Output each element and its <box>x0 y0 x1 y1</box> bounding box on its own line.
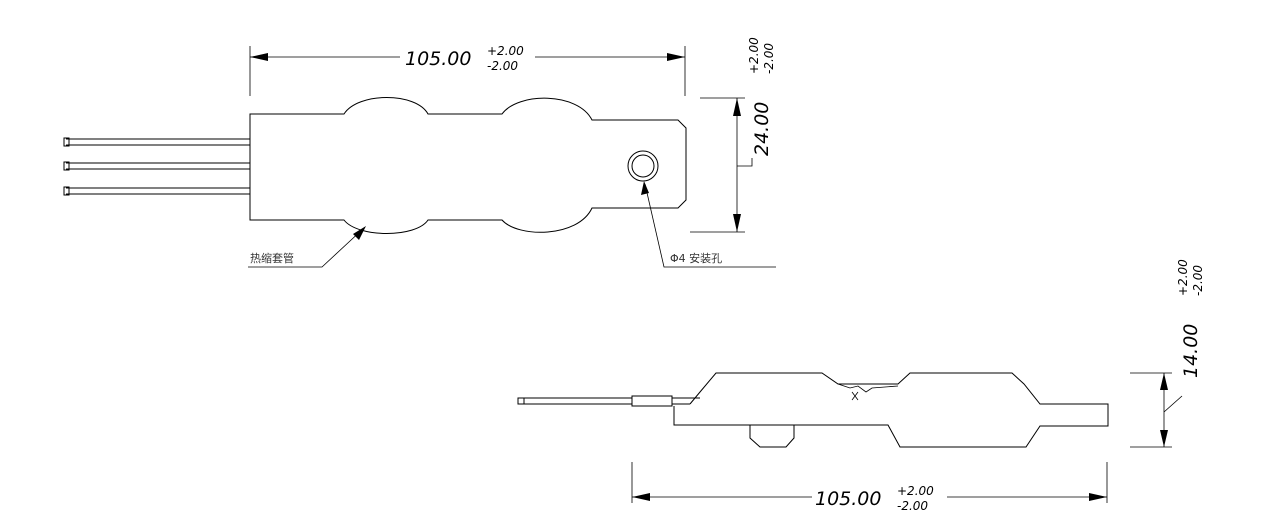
side-lead-wire <box>517 395 700 407</box>
callout-heat-shrink: 热缩套管 <box>248 226 366 268</box>
top-length-tol-plus: +2.00 <box>487 44 524 58</box>
lead-wires <box>63 137 250 196</box>
side-lower-bump <box>749 425 795 448</box>
side-length-value: 105.00 <box>815 488 881 510</box>
top-length-dimension: 105.00 +2.00 -2.00 <box>249 44 686 96</box>
top-width-dimension: 24.00 +2.00 -2.00 <box>690 37 776 233</box>
side-body-outline <box>673 372 1109 448</box>
top-length-value: 105.00 <box>405 48 471 70</box>
callout-mounting-hole: Φ4 安装孔 <box>641 181 776 268</box>
top-width-value: 24.00 <box>751 102 773 156</box>
callout-heat-shrink-label: 热缩套管 <box>250 251 294 265</box>
top-width-tol-minus: -2.00 <box>762 43 776 74</box>
side-length-dimension: 105.00 +2.00 -2.00 <box>631 462 1108 513</box>
top-view: 105.00 +2.00 -2.00 24.00 +2.00 -2.00 热缩套… <box>63 37 776 268</box>
side-height-tol-plus: +2.00 <box>1176 259 1190 296</box>
side-length-tol-minus: -2.00 <box>897 499 928 513</box>
side-view: 14.00 +2.00 -2.00 105.00 +2.00 -2.00 <box>517 259 1205 513</box>
side-length-tol-plus: +2.00 <box>897 484 934 498</box>
side-height-value: 14.00 <box>1180 324 1202 378</box>
side-height-dimension: 14.00 +2.00 -2.00 <box>1130 259 1205 448</box>
top-width-tol-plus: +2.00 <box>747 37 761 74</box>
body-outline <box>249 97 687 234</box>
mounting-hole <box>627 150 659 182</box>
side-height-tol-minus: -2.00 <box>1191 265 1205 296</box>
top-length-tol-minus: -2.00 <box>487 59 518 73</box>
callout-mounting-hole-label: Φ4 安装孔 <box>670 251 722 265</box>
